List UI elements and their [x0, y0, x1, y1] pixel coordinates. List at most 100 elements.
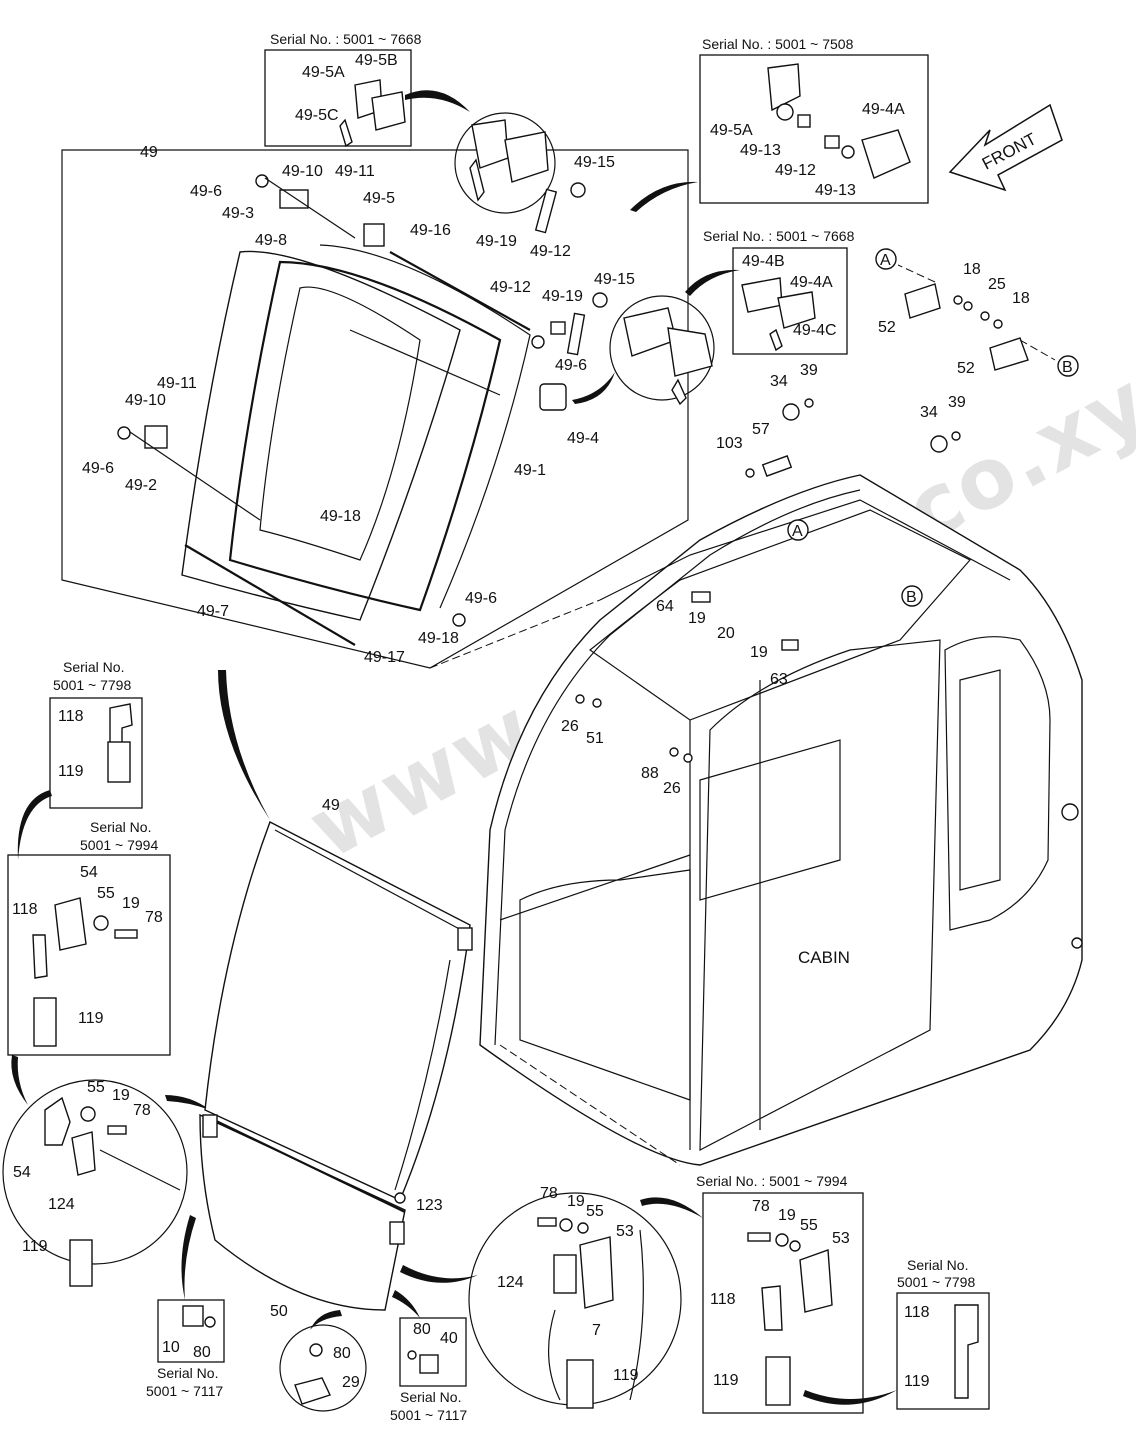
callout-arc: [803, 1390, 897, 1405]
part-label: 119: [613, 1367, 639, 1384]
part-label: 64: [656, 598, 674, 615]
part-label: 49: [140, 144, 158, 161]
part-label: 49-4A: [862, 101, 905, 118]
part-label: 20: [717, 625, 735, 642]
part-label: 118: [12, 901, 38, 918]
part-label: 119: [713, 1372, 739, 1389]
inset-right4-parts: [954, 1304, 979, 1399]
part-label: 53: [832, 1230, 850, 1247]
part-label: 49-13: [815, 182, 856, 199]
inset-left1-parts: [107, 703, 133, 783]
part-label: 57: [752, 421, 770, 438]
part-label: 49-5: [363, 190, 395, 207]
part-label: 49-5C: [295, 107, 339, 124]
part-label: 19: [750, 644, 768, 661]
inset-box-right1: [699, 54, 929, 204]
part-label: 29: [342, 1374, 360, 1391]
callout-arc: [11, 1055, 29, 1105]
part-label: 49: [322, 797, 340, 814]
part-label: 118: [710, 1291, 736, 1308]
circle-ref-b: [901, 585, 923, 607]
latch-detail: [550, 292, 713, 406]
serial-label: 5001 ~ 7798: [897, 1274, 975, 1290]
part-39: [804, 398, 814, 408]
part-label: 49-3: [222, 205, 254, 222]
part-label: 49-10: [282, 163, 323, 180]
bracket-52-lower: [989, 337, 1056, 371]
part-label: 49-5A: [302, 64, 345, 81]
part-label: 39: [948, 394, 966, 411]
serial-label: Serial No. : 5001 ~ 7668: [703, 228, 855, 244]
part-label: 118: [58, 708, 84, 725]
part-label: 118: [904, 1304, 930, 1321]
hinge-detail: [469, 119, 586, 234]
ref-a: A: [792, 523, 803, 540]
part-39: [951, 431, 961, 441]
ref-a: A: [880, 252, 891, 269]
part-label: 119: [904, 1373, 930, 1390]
part-label: 26: [561, 718, 579, 735]
part-label: 39: [800, 362, 818, 379]
callout-arc: [630, 181, 698, 212]
part-label: 78: [145, 909, 163, 926]
part-label: 49-16: [410, 222, 451, 239]
part-label: 103: [716, 435, 743, 452]
serial-label: 5001 ~ 7798: [53, 677, 131, 693]
part-34: [930, 435, 948, 453]
part-label: 49-15: [594, 271, 635, 288]
serial-label: Serial No. : 5001 ~ 7994: [696, 1173, 848, 1189]
callout-arc: [310, 1310, 342, 1330]
window-assembly: [117, 174, 567, 646]
part-label: 55: [87, 1079, 105, 1096]
lower-right-detail: [537, 1217, 644, 1409]
window-hinge-lower: [144, 425, 168, 449]
serial-label: 5001 ~ 7994: [80, 837, 158, 853]
part-label: 80: [333, 1345, 351, 1362]
part-label: 80: [413, 1321, 431, 1338]
bracket-52-upper: [904, 283, 1003, 329]
part-label: 49-8: [255, 232, 287, 249]
part-label: 49-13: [740, 142, 781, 159]
part-label: 51: [586, 730, 604, 747]
part-label: 49-6: [82, 460, 114, 477]
inset-hinge-right2: [741, 277, 816, 352]
part-label: 124: [48, 1196, 75, 1213]
part-label: 49-7: [197, 603, 229, 620]
callout-arc: [405, 90, 470, 112]
part-label: 49-19: [476, 233, 517, 250]
part-label: 119: [58, 763, 84, 780]
part-label: 49-12: [775, 162, 816, 179]
callout-arc: [392, 1290, 420, 1318]
window-latch: [539, 383, 567, 411]
part-label: 7: [592, 1322, 601, 1339]
circle-ref-b: [1057, 355, 1079, 377]
part-label: 49-1: [514, 462, 546, 479]
part-label: 54: [13, 1164, 31, 1181]
part-label: 78: [133, 1102, 151, 1119]
bottom-circle-parts: [294, 1343, 331, 1405]
part-label: 26: [663, 780, 681, 797]
serial-label: 5001 ~ 7117: [146, 1383, 223, 1399]
serial-label: Serial No.: [400, 1389, 461, 1405]
serial-label: Serial No.: [63, 659, 124, 675]
detail-circle-bottom: [279, 1324, 367, 1412]
part-label: 18: [1012, 290, 1030, 307]
callout-arc: [400, 1265, 478, 1283]
circle-ref-a: [875, 248, 897, 270]
part-label: 18: [963, 261, 981, 278]
part-label: 19: [688, 610, 706, 627]
part-label: 52: [957, 360, 975, 377]
ref-b: B: [1062, 359, 1073, 376]
part-103: [745, 468, 755, 478]
lower-left-detail: [44, 1096, 181, 1287]
part-label: 49-17: [364, 649, 405, 666]
part-label: 49-6: [465, 590, 497, 607]
inset-bot2-parts: [407, 1350, 439, 1374]
serial-label: Serial No. : 5001 ~ 7668: [270, 31, 422, 47]
part-label: 10: [162, 1339, 180, 1356]
inset-hinge-top: [339, 79, 406, 148]
part-label: 49-12: [530, 243, 571, 260]
part-label: 49-15: [574, 154, 615, 171]
part-label: 25: [988, 276, 1006, 293]
part-label: 49-11: [157, 375, 197, 392]
